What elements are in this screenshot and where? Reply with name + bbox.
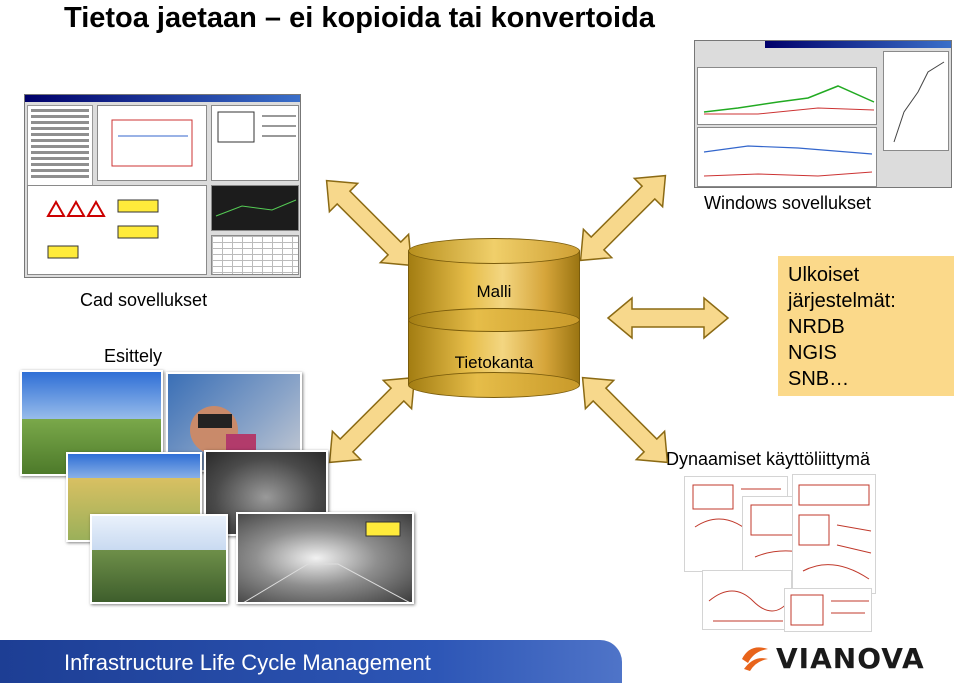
vianova-logo-text: VIANOVA [776,642,925,675]
sketch-3 [792,474,876,594]
presentation-label: Esittely [104,346,162,367]
road-render [90,514,228,604]
arrow-to-windows [566,161,679,274]
sketch-5 [784,588,872,632]
dynamic-ui-label: Dynaamiset käyttöliittymä [666,449,870,470]
vianova-logo: VIANOVA [740,641,925,675]
database-cylinder: Malli Tietokanta [408,238,580,398]
sketch-4 [702,570,792,630]
database-model-label: Malli [408,282,580,302]
external-system-item: SNB… [788,366,944,392]
windows-screenshot [694,40,952,188]
cad-apps-label: Cad sovellukset [80,290,207,311]
external-systems-heading: Ulkoiset järjestelmät: [788,262,944,314]
external-system-item: NGIS [788,340,944,366]
arrow-to-external [608,298,728,338]
footer-text: Infrastructure Life Cycle Management [64,650,431,676]
cad-screenshot [24,94,301,278]
external-system-item: NRDB [788,314,944,340]
tunnel-render-2 [236,512,414,604]
arrow-to-dynamic-ui [568,363,681,476]
vianova-logo-icon [740,643,770,673]
windows-apps-label: Windows sovellukset [704,193,871,214]
database-db-label: Tietokanta [408,353,580,373]
slide-title: Tietoa jaetaan – ei kopioida tai konvert… [64,2,655,35]
external-systems-box: Ulkoiset järjestelmät: NRDB NGIS SNB… [778,256,954,396]
